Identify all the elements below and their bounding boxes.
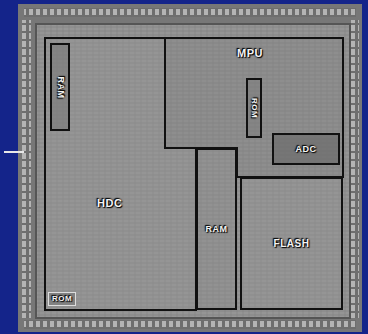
flash-block: FLASH bbox=[240, 177, 343, 310]
mpu-region: MPU ROM ADC bbox=[165, 38, 343, 177]
block-label: RAM bbox=[206, 225, 228, 234]
bond-pads bbox=[24, 8, 356, 17]
bond-pads bbox=[24, 320, 356, 329]
block-label: FLASH bbox=[274, 239, 310, 249]
bond-pads bbox=[22, 20, 31, 318]
rom-block: ROM bbox=[246, 78, 262, 138]
rom-block: ROM bbox=[48, 292, 76, 306]
ram-block: RAM bbox=[50, 43, 70, 131]
region-outline bbox=[165, 38, 343, 177]
block-label: ROM bbox=[52, 295, 72, 303]
block-label: MPU bbox=[237, 48, 263, 59]
slide-mark bbox=[4, 151, 24, 153]
block-label: RAM bbox=[56, 76, 65, 98]
ram-block: RAM bbox=[196, 148, 237, 310]
adc-block: ADC bbox=[272, 133, 340, 165]
die-core bbox=[36, 24, 350, 318]
block-label: ROM bbox=[250, 98, 258, 118]
block-label: ADC bbox=[296, 145, 317, 154]
die-outline bbox=[18, 4, 362, 332]
block-label: HDC bbox=[97, 198, 122, 209]
bond-pads bbox=[351, 20, 359, 318]
